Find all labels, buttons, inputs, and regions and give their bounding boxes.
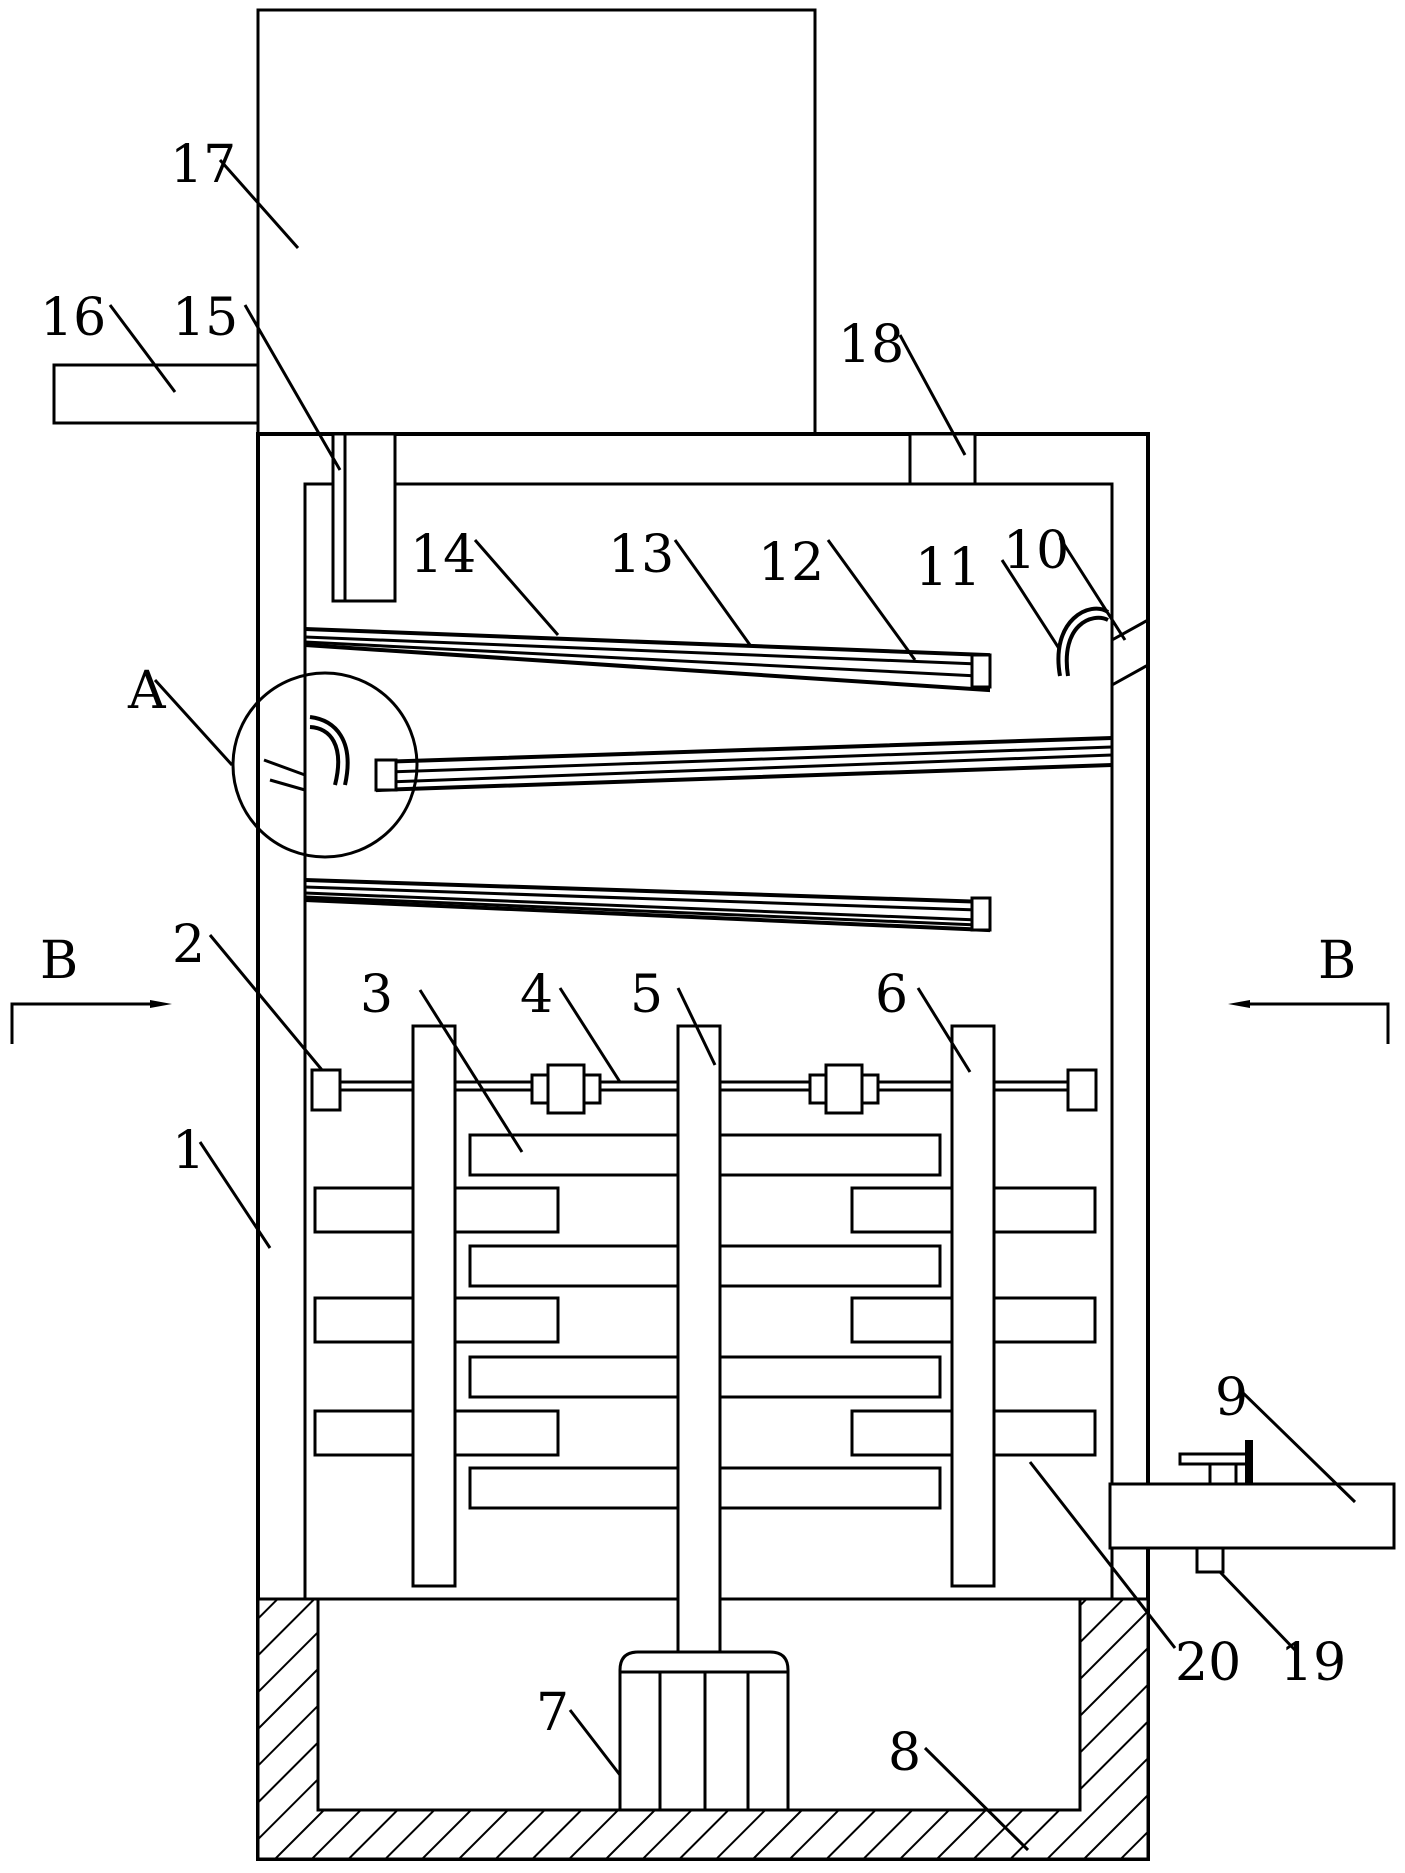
upper-sieve-plate	[304, 627, 992, 693]
left-inlet-pipe	[52, 363, 260, 425]
label-8: 8	[888, 1723, 921, 1783]
section-marker-right	[1228, 1000, 1390, 1044]
outlet-valve	[1178, 1440, 1253, 1574]
label-7: 7	[536, 1683, 569, 1743]
label-11: 11	[915, 538, 981, 598]
motor	[618, 1650, 790, 1812]
label-10: 10	[1003, 521, 1069, 581]
label-5: 5	[630, 965, 663, 1025]
label-16: 16	[40, 288, 106, 348]
label-14: 14	[410, 525, 476, 585]
section-marker-left	[10, 1000, 172, 1044]
feed-tube	[331, 432, 397, 603]
center-main-shaft	[676, 1024, 722, 1656]
label-b-right: B	[1318, 931, 1356, 991]
label-18: 18	[838, 315, 904, 375]
right-vertical-shaft	[950, 1024, 996, 1588]
label-2: 2	[172, 915, 205, 975]
leader-lines	[108, 159, 1357, 1852]
label-15: 15	[172, 288, 238, 348]
lower-sieve-plate	[304, 878, 992, 933]
label-3: 3	[360, 965, 393, 1025]
label-4: 4	[520, 965, 553, 1025]
part-labels: 17 16 15 18 14 13 12 11 10 A B B 2 3 4 5…	[40, 135, 1356, 1783]
left-vertical-shaft	[411, 1024, 457, 1588]
label-a: A	[127, 661, 167, 721]
label-13: 13	[608, 525, 674, 585]
right-hook-baffle	[1056, 606, 1110, 677]
right-side-outlet	[1110, 617, 1150, 688]
left-hook-baffle	[309, 715, 350, 786]
label-9: 9	[1215, 1368, 1248, 1428]
top-hopper	[256, 8, 817, 436]
label-12: 12	[758, 533, 824, 593]
label-1: 1	[172, 1121, 205, 1181]
middle-sieve-plate	[374, 736, 1113, 793]
label-6: 6	[875, 965, 908, 1025]
label-b-left: B	[40, 931, 78, 991]
top-vent	[908, 432, 977, 486]
label-19: 19	[1280, 1633, 1346, 1693]
label-20: 20	[1175, 1633, 1241, 1693]
label-17: 17	[170, 135, 236, 195]
right-outlet-pipe	[1108, 1482, 1396, 1550]
detail-circle-a	[231, 671, 419, 859]
